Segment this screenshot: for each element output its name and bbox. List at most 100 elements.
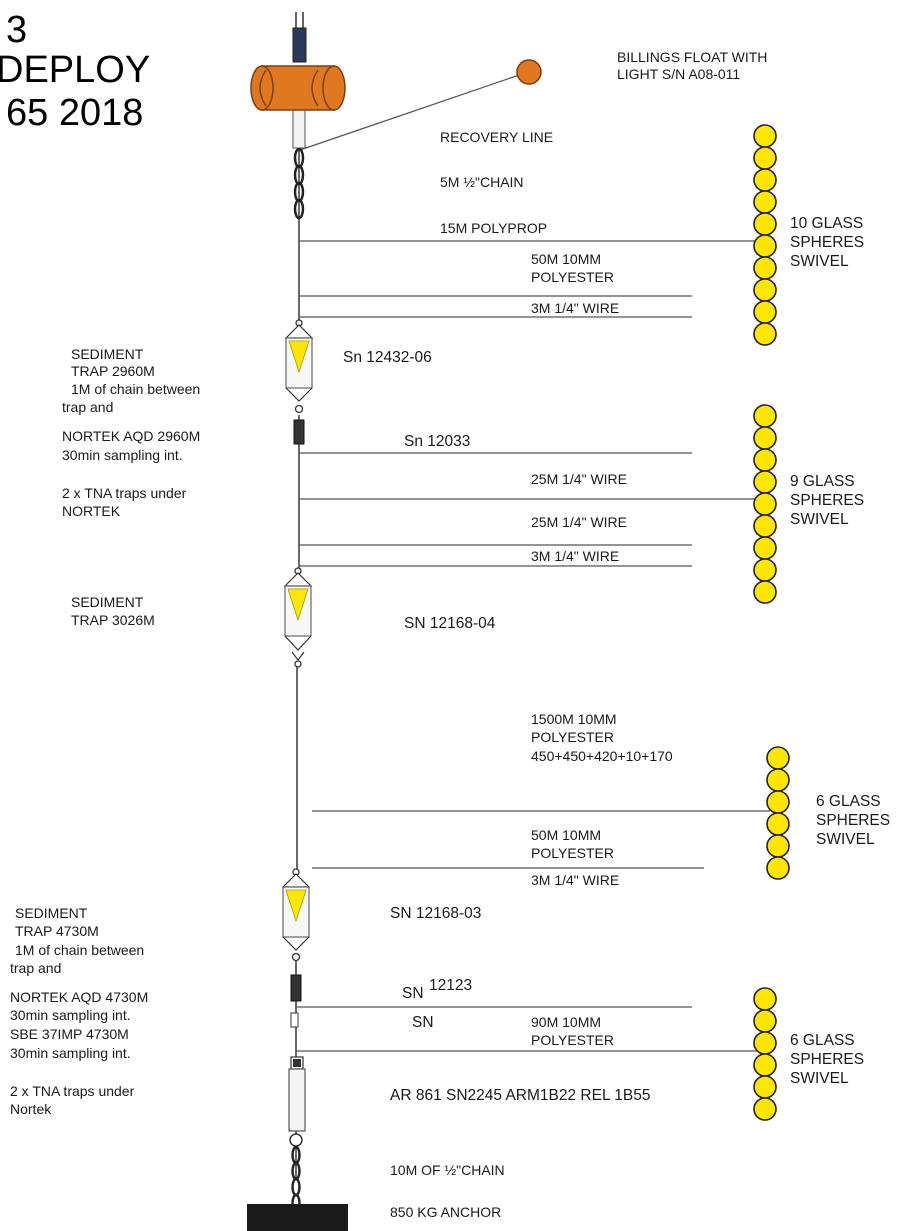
glass-sphere xyxy=(753,278,777,302)
trap3-note: 2 x TNA traps under xyxy=(10,1083,135,1099)
glass-spheres-mid xyxy=(753,404,777,604)
trap3-note: Nortek xyxy=(10,1101,52,1117)
recovery-line-label: RECOVERY LINE xyxy=(440,129,553,145)
glass-sphere xyxy=(753,256,777,280)
release-label: AR 861 SN2245 ARM1B22 REL 1B55 xyxy=(390,1087,651,1104)
glass-sphere xyxy=(753,234,777,258)
top-chain-label: 5M ½"CHAIN xyxy=(440,174,524,190)
polyprop-label: 15M POLYPROP xyxy=(440,220,547,236)
trap3-note: 30min sampling int. xyxy=(10,1045,131,1061)
trap3-note: SEDIMENT xyxy=(15,905,88,921)
trap3-notes: SEDIMENT TRAP 4730M 1M of chain between … xyxy=(10,905,148,1117)
trap1-note: 2 x TNA traps under xyxy=(62,485,187,501)
trap1-note: 1M of chain between xyxy=(71,381,200,397)
anchor-label: 850 KG ANCHOR xyxy=(390,1204,501,1220)
sediment-trap-3 xyxy=(281,868,311,962)
trap3-note: SBE 37IMP 4730M xyxy=(10,1026,129,1042)
anchor xyxy=(247,1204,348,1231)
glass-sphere xyxy=(766,834,790,858)
top-chain xyxy=(293,147,305,220)
spheres-mid-label-2: SPHERES xyxy=(790,492,864,509)
glass-sphere xyxy=(753,987,777,1011)
spheres-mid-label-1: 9 GLASS xyxy=(790,473,855,490)
glass-sphere xyxy=(753,1053,777,1077)
glass-sphere xyxy=(766,812,790,836)
spheres-bottom-label-2: SPHERES xyxy=(790,1051,864,1068)
spheres-lower-label-1: 6 GLASS xyxy=(816,793,881,810)
glass-sphere xyxy=(753,146,777,170)
sediment-trap-2 xyxy=(283,567,313,668)
glass-sphere xyxy=(753,212,777,236)
spheres-top-label-2: SPHERES xyxy=(790,234,864,251)
glass-sphere xyxy=(753,580,777,604)
trap1-note: NORTEK AQD 2960M xyxy=(62,428,200,444)
bottom-sn-value: 12123 xyxy=(429,977,472,994)
trap1-sn: Sn 12432-06 xyxy=(343,349,432,366)
polyester-50m-label-1: 50M 10MM xyxy=(531,251,601,267)
glass-sphere xyxy=(766,856,790,880)
glass-sphere xyxy=(753,492,777,516)
nortek-aqd-2 xyxy=(290,974,302,1002)
glass-sphere xyxy=(753,1075,777,1099)
float-mast xyxy=(292,12,307,149)
polyester-1500m-label-1: 1500M 10MM xyxy=(531,711,617,727)
pickup-buoy xyxy=(516,59,542,85)
wire-25m-label-2: 25M 1/4" WIRE xyxy=(531,514,627,530)
spheres-mid-label-3: SWIVEL xyxy=(790,511,849,528)
mid-sn: Sn 12033 xyxy=(404,433,470,450)
spheres-lower-label-3: SWIVEL xyxy=(816,831,875,848)
trap3-sn: SN 12168-03 xyxy=(390,905,481,922)
spheres-lower-label-2: SPHERES xyxy=(816,812,890,829)
trap1-note: SEDIMENT xyxy=(71,346,144,362)
polyester-1500m-label-2: POLYESTER xyxy=(531,729,614,745)
glass-sphere xyxy=(766,768,790,792)
polyester-50m-lower-label-1: 50M 10MM xyxy=(531,827,601,843)
float-label-2: LIGHT S/N A08-011 xyxy=(617,66,740,82)
glass-sphere xyxy=(753,426,777,450)
bottom-sn2-label: SN xyxy=(412,1014,434,1031)
title-line-3: 65 2018 xyxy=(6,92,143,134)
trap3-note: TRAP 4730M xyxy=(15,923,99,939)
trap3-note: trap and xyxy=(10,960,61,976)
polyester-50m-lower-label-2: POLYESTER xyxy=(531,845,614,861)
trap3-note: 30min sampling int. xyxy=(10,1007,131,1023)
trap3-note: 1M of chain between xyxy=(15,942,144,958)
bottom-sn-label: SN xyxy=(402,985,424,1002)
bottom-chain-label: 10M OF ½"CHAIN xyxy=(390,1162,505,1178)
nortek-aqd-1 xyxy=(293,419,305,445)
polyester-90m-label-1: 90M 10MM xyxy=(531,1014,601,1030)
trap1-note: NORTEK xyxy=(62,503,121,519)
glass-sphere xyxy=(753,448,777,472)
trap1-note: trap and xyxy=(62,399,113,415)
polyester-50m-label-2: POLYESTER xyxy=(531,269,614,285)
spheres-bottom-label-3: SWIVEL xyxy=(790,1070,849,1087)
trap3-note: NORTEK AQD 4730M xyxy=(10,989,148,1005)
glass-spheres-lower xyxy=(766,746,790,880)
glass-sphere xyxy=(753,190,777,214)
wire-3m-label-lower: 3M 1/4" WIRE xyxy=(531,872,619,888)
glass-sphere xyxy=(753,558,777,582)
sbe37-instrument xyxy=(290,1012,299,1028)
glass-sphere xyxy=(753,536,777,560)
trap2-sn: SN 12168-04 xyxy=(404,615,496,632)
glass-sphere xyxy=(753,300,777,324)
trap2-note: TRAP 3026M xyxy=(71,612,155,628)
acoustic-release xyxy=(288,1056,306,1147)
recovery-line xyxy=(299,71,529,151)
polyester-1500m-label-3: 450+450+420+10+170 xyxy=(531,748,673,764)
glass-sphere xyxy=(766,790,790,814)
glass-sphere xyxy=(753,322,777,346)
float-label-1: BILLINGS FLOAT WITH xyxy=(617,49,767,65)
polyester-90m-label-2: POLYESTER xyxy=(531,1032,614,1048)
trap1-note: TRAP 2960M xyxy=(71,363,155,379)
title-line-1: 3 xyxy=(6,9,27,51)
spheres-bottom-label-1: 6 GLASS xyxy=(790,1032,855,1049)
sediment-trap-1 xyxy=(284,319,314,414)
wire-25m-label-1: 25M 1/4" WIRE xyxy=(531,471,627,487)
trap1-note: 30min sampling int. xyxy=(62,447,183,463)
glass-sphere xyxy=(753,404,777,428)
spheres-top-label-3: SWIVEL xyxy=(790,253,849,270)
glass-sphere xyxy=(753,168,777,192)
glass-sphere xyxy=(753,1009,777,1033)
